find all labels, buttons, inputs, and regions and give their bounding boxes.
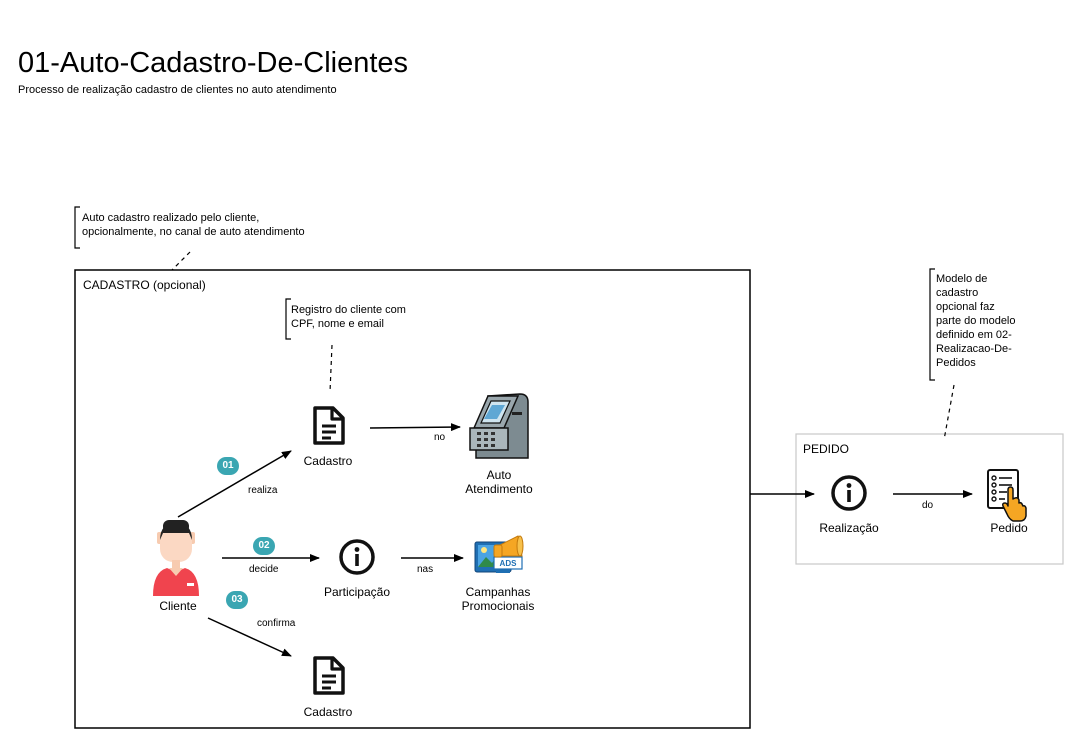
auto-atendimento-label: Auto Atendimento <box>449 468 549 496</box>
pedido-frame <box>795 433 1064 565</box>
auto-cadastro-note-connector <box>171 251 191 271</box>
note-line: opcional faz <box>936 301 995 313</box>
step-badge-02: 02 <box>253 537 275 555</box>
arrow-cliente-cadastro <box>177 450 292 518</box>
pedido-frame-title: PEDIDO <box>803 442 850 456</box>
label-line: Promocionais <box>461 599 535 613</box>
note-line: Auto cadastro realizado pelo cliente, <box>82 212 260 224</box>
page-title: 01-Auto-Cadastro-De-Clientes <box>18 47 409 79</box>
note-line: Registro do cliente com <box>291 304 406 316</box>
document-icon <box>313 656 345 695</box>
arrow-cadastro-auto-atendimento <box>369 423 461 432</box>
note-line: Realizacao-De- <box>936 343 1012 355</box>
cliente-label: Cliente <box>159 599 197 613</box>
registro-note-bracket <box>285 298 291 340</box>
edge-label-realiza: realiza <box>248 485 278 496</box>
checklist-hand-icon <box>987 469 1027 522</box>
auto-cadastro-note: Auto cadastro realizado pelo cliente, op… <box>82 211 305 239</box>
note-line: Pedidos <box>936 357 976 369</box>
auto-cadastro-note-bracket <box>74 206 80 249</box>
edge-label-nas: nas <box>417 564 434 575</box>
info-icon <box>339 539 375 575</box>
participacao-label: Participação <box>323 585 391 599</box>
info-icon <box>831 475 867 511</box>
cadastro-frame-title: CADASTRO (opcional) <box>83 278 206 292</box>
label-line: Campanhas <box>465 585 531 599</box>
person-icon <box>153 520 199 596</box>
note-line: CPF, nome e email <box>291 318 384 330</box>
edge-label-confirma: confirma <box>257 618 296 629</box>
cadastro-bottom-label: Cadastro <box>303 705 353 719</box>
edge-label-do: do <box>922 500 934 511</box>
label-line: Atendimento <box>465 482 533 496</box>
step-badge-01: 01 <box>217 457 239 475</box>
edge-label-decide: decide <box>249 564 279 575</box>
modelo-note-connector <box>943 384 955 441</box>
realizacao-label: Realização <box>819 521 879 535</box>
registro-note-connector <box>329 344 333 393</box>
page-subtitle: Processo de realização cadastro de clien… <box>18 84 337 96</box>
campanhas-label: Campanhas Promocionais <box>448 585 548 613</box>
step-badge-03: 03 <box>226 591 248 609</box>
note-line: opcionalmente, no canal de auto atendime… <box>82 226 305 238</box>
note-line: definido em 02- <box>936 329 1012 341</box>
registro-note: Registro do cliente com CPF, nome e emai… <box>291 303 406 331</box>
modelo-note-bracket <box>929 268 935 381</box>
svg-text:ADS: ADS <box>500 559 518 568</box>
arrow-cliente-cadastro-confirma <box>207 617 292 657</box>
cadastro-frame <box>74 269 751 729</box>
pedido-label: Pedido <box>990 521 1028 535</box>
label-line: Auto <box>486 468 512 482</box>
edge-label-no: no <box>434 432 446 443</box>
megaphone-ads-icon: ADS <box>474 535 524 573</box>
note-line: parte do modelo <box>936 315 1016 327</box>
document-icon <box>313 406 345 445</box>
cadastro-top-label: Cadastro <box>303 454 353 468</box>
note-line: Modelo de <box>936 273 988 285</box>
note-line: cadastro <box>936 287 979 299</box>
atm-icon <box>469 393 529 459</box>
modelo-note: Modelo de cadastro opcional faz parte do… <box>936 272 1016 370</box>
